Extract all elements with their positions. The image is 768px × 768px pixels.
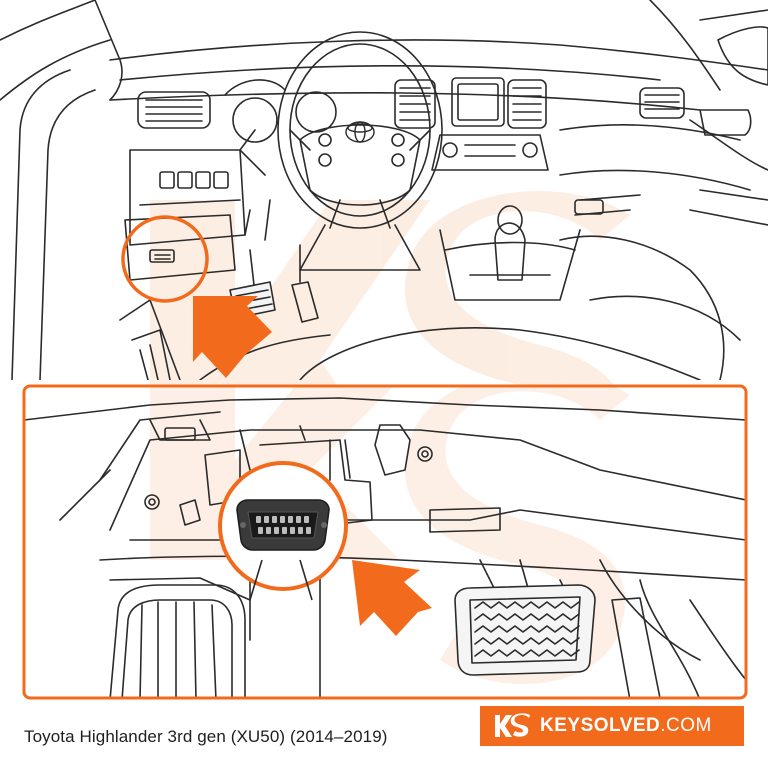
obd-location-circle [121, 215, 209, 303]
keysolved-brand[interactable]: KEYSOLVED.COM [480, 706, 744, 746]
orange-arrow-icon [193, 296, 272, 378]
cabin-overview [0, 0, 768, 380]
obd2-connector-icon [236, 499, 330, 601]
brand-name: KEYSOLVED.COM [540, 715, 712, 736]
detail-panel [22, 384, 748, 700]
vehicle-caption: Toyota Highlander 3rd gen (XU50) (2014–2… [24, 727, 388, 746]
orange-arrow-icon [352, 560, 432, 636]
ks-logo-icon [495, 713, 530, 737]
toyota-emblem-icon [345, 121, 375, 143]
